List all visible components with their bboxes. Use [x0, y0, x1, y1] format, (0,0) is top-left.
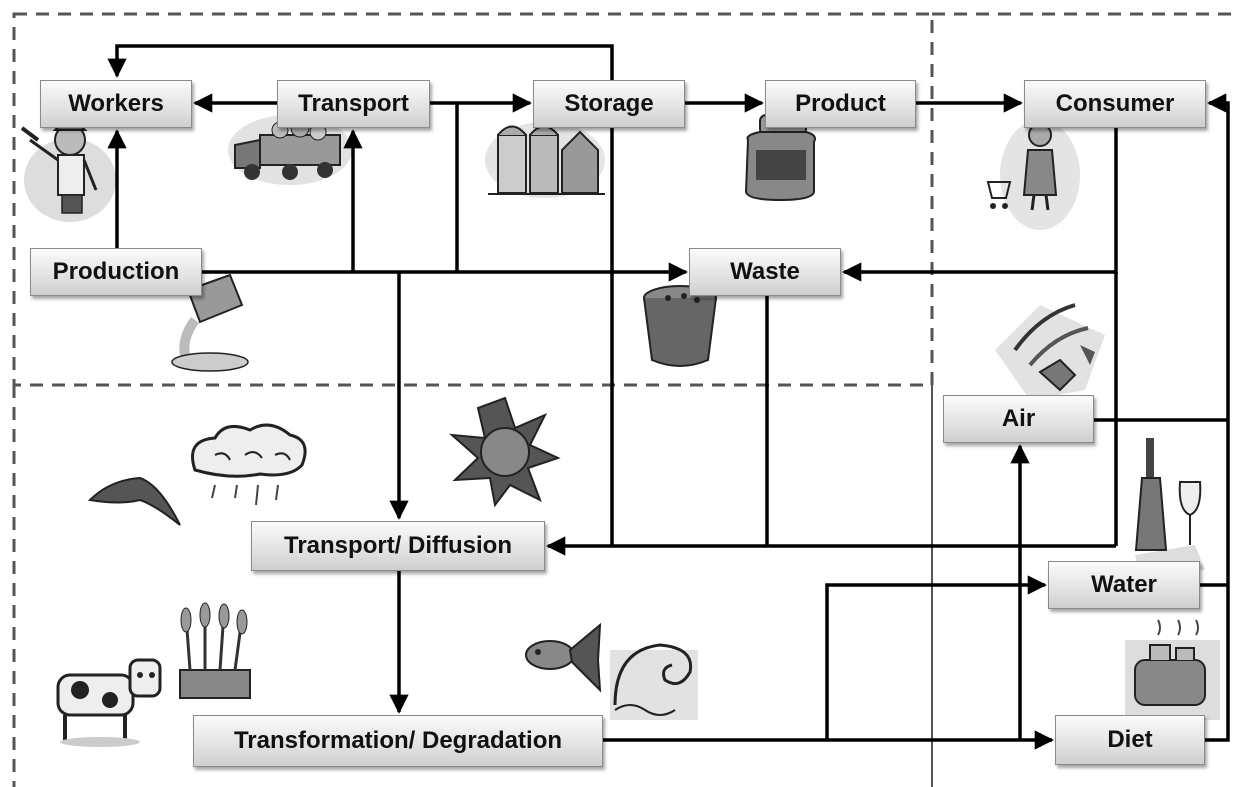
- fish-icon: [525, 622, 602, 693]
- production-node: Production: [30, 248, 202, 296]
- connectors: [107, 44, 1230, 750]
- worker-icon: [20, 121, 116, 222]
- transformation-degradation-node: Transformation/ Degradation: [193, 715, 603, 767]
- wind-leaves-icon: [995, 303, 1105, 400]
- waste-bin-icon: [643, 285, 717, 367]
- edge-storage-to-workers: [107, 44, 614, 80]
- diet-node: Diet: [1055, 715, 1205, 765]
- wheat-icon: [179, 602, 251, 699]
- toaster-icon: [1125, 619, 1220, 720]
- workers-node: Workers: [40, 80, 192, 128]
- storage-node: Storage: [533, 80, 685, 128]
- bird-icon: [87, 476, 181, 526]
- edge-to-water: [825, 575, 1047, 740]
- edge-diet-to-consumer: [1205, 93, 1230, 742]
- water-node: Water: [1048, 561, 1200, 609]
- shopper-icon: [986, 120, 1080, 230]
- consumer-node: Consumer: [1024, 80, 1206, 128]
- silo-icon: [485, 122, 605, 198]
- transport-node: Transport: [277, 80, 430, 128]
- waste-node: Waste: [689, 248, 841, 296]
- wine-bottle-icon: [1134, 438, 1205, 575]
- cow-icon: [56, 658, 162, 747]
- wave-icon: [610, 643, 698, 720]
- transport-diffusion-node: Transport/ Diffusion: [251, 521, 545, 571]
- rain-cloud-icon: [191, 423, 307, 506]
- product-node: Product: [765, 80, 916, 128]
- sun-icon: [449, 396, 561, 508]
- air-node: Air: [943, 395, 1094, 443]
